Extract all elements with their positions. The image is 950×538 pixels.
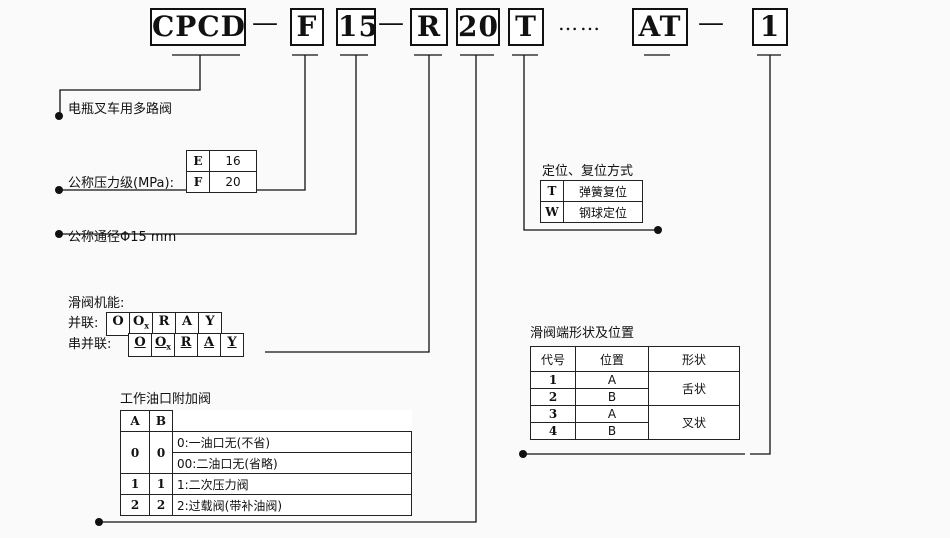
header-position: 位置 xyxy=(575,346,649,372)
label-work-port-valve: 工作油口附加阀 xyxy=(120,392,212,407)
spool-letter: A xyxy=(176,313,199,335)
cell-position: B xyxy=(575,422,649,440)
table-row: 1 1 1:二次压力阀 xyxy=(120,473,412,495)
code-15: 15 xyxy=(336,8,378,46)
label-positioning-reset: 定位、复位方式 xyxy=(542,164,634,179)
cell-desc: 2:过载阀(带补油阀) xyxy=(172,494,412,516)
label-nominal-bore: 公称通径Φ15 mm xyxy=(68,230,177,245)
table-row: 0 0 0:一油口无(不省) xyxy=(120,431,412,474)
table-row: 2 B xyxy=(530,388,740,406)
cell-position: B xyxy=(575,388,649,406)
reset-table: T 弹簧复位 W 钢球定位 xyxy=(540,180,643,223)
cell-position: A xyxy=(575,371,649,389)
cell-code: 1 xyxy=(530,371,576,389)
pressure-code: E xyxy=(186,150,210,172)
bullet-dot xyxy=(55,186,63,194)
cell-a: 2 xyxy=(120,494,150,516)
cell-shape: 舌状 xyxy=(648,371,740,406)
spool-letter: R xyxy=(153,313,176,335)
table-row: 4 B xyxy=(530,422,740,440)
label-spool-function: 滑阀机能: xyxy=(68,296,125,311)
table-row: 1 A 舌状 xyxy=(530,371,740,406)
code-separator: — xyxy=(378,8,404,38)
table-row: W 钢球定位 xyxy=(540,201,643,223)
header-b: B xyxy=(149,410,173,432)
cell-b: 2 xyxy=(149,494,173,516)
code-cpcd: CPCD xyxy=(150,8,246,46)
header-a: A xyxy=(120,410,150,432)
blank-cell xyxy=(172,410,411,432)
cell-desc: 0:一油口无(不省) xyxy=(172,431,412,453)
table-row: 代号 位置 形状 xyxy=(530,346,740,372)
pressure-value: 20 xyxy=(209,171,257,193)
cell-b: 1 xyxy=(149,473,173,495)
bullet-dot xyxy=(519,450,527,458)
pressure-table: E 16 F 20 xyxy=(186,150,257,193)
table-row: A B xyxy=(120,410,411,432)
spool-letter: O xyxy=(129,334,152,356)
label-battery-forklift: 电瓶叉车用多路阀 xyxy=(68,102,173,117)
pressure-code: F xyxy=(186,171,210,193)
cell-a: 0 xyxy=(120,431,150,474)
table-row: E 16 xyxy=(186,150,257,172)
cell-position: A xyxy=(575,405,649,423)
spool-letters-series-parallel: O Ox R A Y xyxy=(128,333,244,357)
code-t: T xyxy=(508,8,544,46)
bullet-dot xyxy=(55,112,63,120)
reset-code: W xyxy=(540,201,564,223)
cell-code: 4 xyxy=(530,422,576,440)
bullet-dot xyxy=(654,226,662,234)
cell-b: 0 xyxy=(149,431,173,474)
cell-a: 1 xyxy=(120,473,150,495)
table-row: F 20 xyxy=(186,171,257,193)
code-r: R xyxy=(410,8,448,46)
spool-letter: R xyxy=(175,334,198,356)
code-at: AT xyxy=(632,8,688,46)
spool-letter: Ox xyxy=(130,313,153,335)
spool-letter: Y xyxy=(227,335,237,350)
spool-letter: O xyxy=(107,313,130,335)
bullet-dot xyxy=(95,518,103,526)
reset-code: T xyxy=(540,180,564,202)
code-separator: — xyxy=(698,8,724,38)
header-code: 代号 xyxy=(530,346,576,372)
code-f: F xyxy=(290,8,324,46)
spool-letter: A xyxy=(198,334,221,356)
label-parallel: 并联: xyxy=(68,316,99,331)
reset-desc: 弹簧复位 xyxy=(563,180,643,202)
cell-code: 2 xyxy=(530,388,576,406)
cell-desc: 1:二次压力阀 xyxy=(172,473,412,495)
label-series-parallel: 串并联: xyxy=(68,337,112,352)
reset-desc: 钢球定位 xyxy=(563,201,643,223)
code-separator: — xyxy=(252,8,278,38)
code-1: 1 xyxy=(752,8,788,46)
spool-end-table: 代号 位置 形状 1 A 舌状 2 B 3 A 叉状 4 B xyxy=(530,346,740,440)
code-20: 20 xyxy=(456,8,500,46)
label-pressure-grade: 公称压力级(MPa): xyxy=(68,176,174,191)
header-shape: 形状 xyxy=(648,346,740,372)
work-port-table: A B 0 0 0:一油口无(不省) 00:二油口无(省略) 1 1 1:二次压… xyxy=(120,410,412,516)
table-row: 3 A 叉状 xyxy=(530,405,740,440)
spool-letter: Ox xyxy=(152,334,175,356)
table-row: 2 2 2:过载阀(带补油阀) xyxy=(120,494,412,516)
table-row: T 弹簧复位 xyxy=(540,180,643,202)
label-spool-end-shape: 滑阀端形状及位置 xyxy=(530,326,635,341)
code-ellipsis: …… xyxy=(558,11,602,35)
cell-shape: 叉状 xyxy=(648,405,740,440)
spool-letters-parallel: O Ox R A Y xyxy=(106,312,222,336)
cell-code: 3 xyxy=(530,405,576,423)
spool-letter: Y xyxy=(205,314,215,329)
cell-desc: 00:二油口无(省略) xyxy=(172,452,412,474)
pressure-value: 16 xyxy=(209,150,257,172)
bullet-dot xyxy=(55,230,63,238)
